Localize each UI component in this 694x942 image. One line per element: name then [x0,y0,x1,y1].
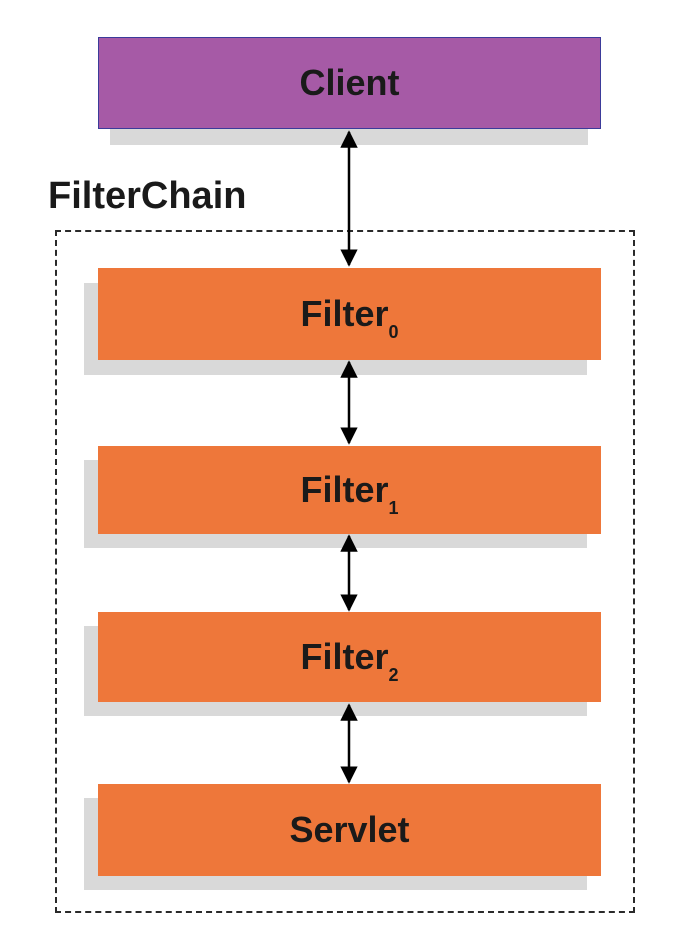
filter-2-subscript: 2 [388,665,399,685]
filter-2-box: Filter2 [98,612,601,702]
filter-1-label: Filter1 [300,469,399,518]
client-box: Client [98,37,601,129]
filter-0-subscript: 0 [388,322,399,342]
servlet-box: Servlet [98,784,601,876]
filter-chain-label: FilterChain [48,175,247,217]
filter-2-label: Filter2 [300,636,399,685]
servlet-label: Servlet [289,809,410,850]
filter-1-box: Filter1 [98,446,601,534]
filter-0-box: Filter0 [98,268,601,360]
client-label: Client [299,62,400,103]
filter-1-subscript: 1 [388,498,399,518]
filter-0-label: Filter0 [300,293,399,342]
